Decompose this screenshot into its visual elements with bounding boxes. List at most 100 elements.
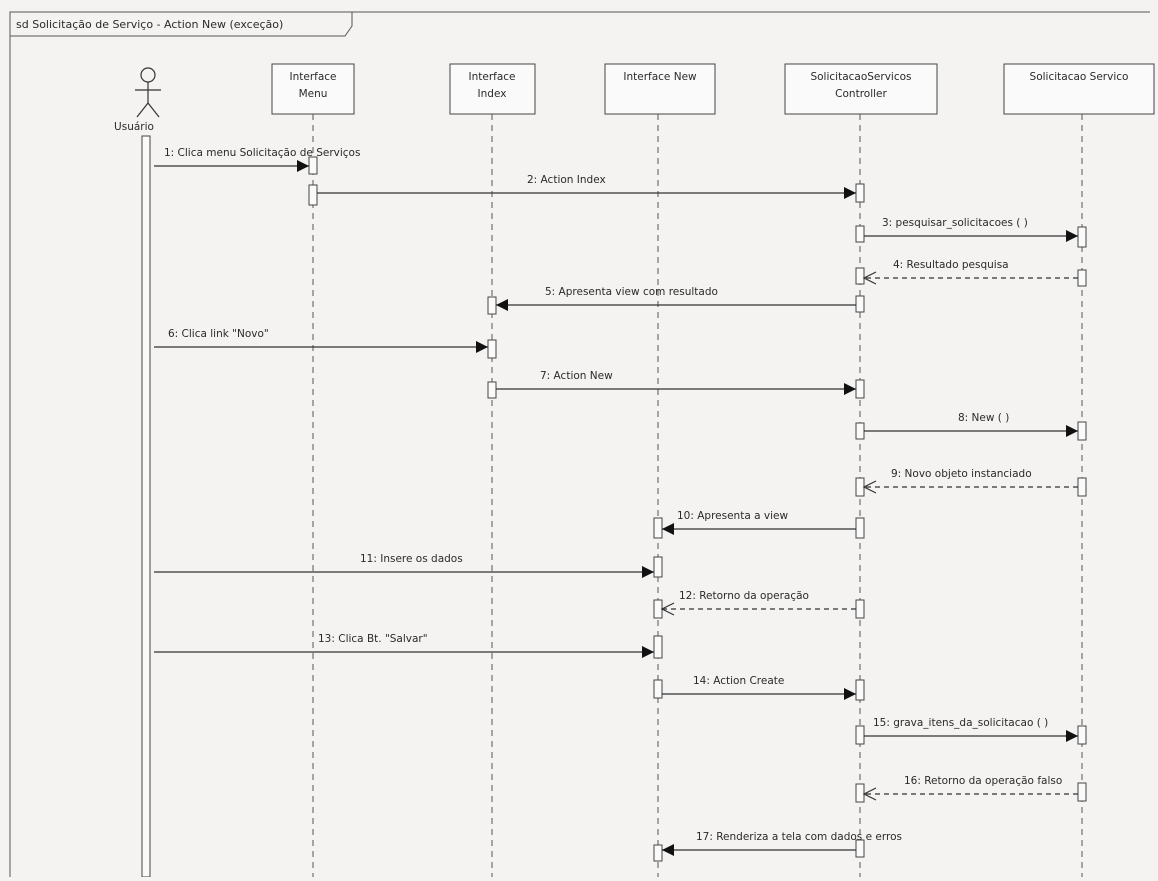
messages: 1: Clica menu Solicitação de Serviços 2: … bbox=[154, 147, 1078, 856]
activation-box bbox=[855, 295, 865, 313]
lifeline-servico: Solicitacao Servico bbox=[1003, 63, 1155, 877]
message-label: 7: Action New bbox=[540, 370, 613, 382]
message-arrowhead bbox=[662, 523, 674, 535]
lifeline-index: Interface Index bbox=[449, 63, 536, 877]
message-1: 1: Clica menu Solicitação de Serviços bbox=[154, 147, 360, 172]
lifeline-new: Interface New bbox=[604, 63, 716, 877]
message-label: 3: pesquisar_solicitacoes ( ) bbox=[882, 217, 1028, 229]
activation-box bbox=[487, 296, 497, 315]
message-4: 4: Resultado pesquisa bbox=[862, 259, 1078, 285]
activation-box bbox=[1077, 477, 1087, 497]
message-arrowhead bbox=[844, 383, 856, 395]
lifeline-controller: SolicitacaoServicos Controller bbox=[784, 63, 938, 877]
message-7: 7: Action New bbox=[496, 370, 856, 395]
activation-box bbox=[1077, 421, 1087, 441]
activation-box bbox=[653, 517, 663, 539]
lifeline-controller-label-1: SolicitacaoServicos bbox=[810, 71, 911, 83]
message-arrowhead bbox=[642, 566, 654, 578]
message-label: 11: Insere os dados bbox=[360, 553, 463, 565]
lifeline-menu: Interface Menu bbox=[271, 63, 355, 877]
message-16: 16: Retorno da operação falso bbox=[862, 775, 1078, 801]
lifeline-servico-label-1: Solicitacao Servico bbox=[1030, 71, 1129, 83]
lifeline-header-servico bbox=[1003, 63, 1155, 115]
activation-box bbox=[308, 184, 318, 206]
message-14: 14: Action Create bbox=[662, 675, 856, 700]
activation-box bbox=[487, 381, 497, 399]
lifeline-header-index bbox=[449, 63, 536, 115]
message-arrowhead bbox=[844, 688, 856, 700]
activation-box bbox=[308, 156, 318, 175]
activation-box bbox=[1077, 782, 1087, 802]
activation-box bbox=[855, 183, 865, 203]
lifeline-header-controller bbox=[784, 63, 938, 115]
lifeline-new-label-1: Interface New bbox=[623, 71, 697, 83]
frame-title: sd Solicitação de Serviço - Action New (… bbox=[16, 18, 283, 31]
message-arrowhead bbox=[862, 480, 877, 494]
lifeline-menu-label-1: Interface bbox=[289, 71, 336, 83]
activation-box bbox=[487, 339, 497, 359]
message-label: 4: Resultado pesquisa bbox=[893, 259, 1009, 271]
message-label: 2: Action Index bbox=[527, 174, 606, 186]
activation-box bbox=[855, 225, 865, 243]
message-arrowhead bbox=[1066, 425, 1078, 437]
activation-box bbox=[855, 783, 865, 803]
message-arrowhead bbox=[642, 646, 654, 658]
message-5: 5: Apresenta view com resultado bbox=[496, 286, 856, 311]
activation-box bbox=[855, 599, 865, 619]
lifeline-index-label-1: Interface bbox=[468, 71, 515, 83]
diagram-frame: sd Solicitação de Serviço - Action New (… bbox=[9, 11, 1150, 877]
message-label: 14: Action Create bbox=[693, 675, 784, 687]
message-arrowhead bbox=[476, 341, 488, 353]
message-label: 9: Novo objeto instanciado bbox=[891, 468, 1032, 480]
lifeline-index-label-2: Index bbox=[478, 88, 507, 100]
activation-box bbox=[653, 635, 663, 659]
frame-title-pentagon bbox=[9, 11, 353, 37]
message-15: 15: grava_itens_da_solicitacao ( ) bbox=[864, 717, 1078, 742]
lifeline-menu-label-2: Menu bbox=[299, 88, 328, 100]
message-label: 6: Clica link "Novo" bbox=[168, 328, 269, 340]
message-11: 11: Insere os dados bbox=[154, 553, 654, 578]
activation-box bbox=[1077, 725, 1087, 745]
activation-box bbox=[855, 839, 865, 858]
message-label: 17: Renderiza a tela com dados e erros bbox=[696, 831, 902, 843]
message-arrowhead bbox=[660, 602, 675, 616]
activation-box bbox=[855, 517, 865, 539]
message-8: 8: New ( ) bbox=[864, 412, 1078, 437]
lifeline-header-new bbox=[604, 63, 716, 115]
message-arrowhead bbox=[496, 299, 508, 311]
activation-box bbox=[855, 267, 865, 285]
message-9: 9: Novo objeto instanciado bbox=[862, 468, 1078, 494]
message-label: 5: Apresenta view com resultado bbox=[545, 286, 718, 298]
message-label: 10: Apresenta a view bbox=[677, 510, 788, 522]
message-2: 2: Action Index bbox=[317, 174, 856, 199]
actor-label: Usuário bbox=[114, 121, 154, 133]
message-arrowhead bbox=[862, 787, 877, 801]
message-6: 6: Clica link "Novo" bbox=[154, 328, 488, 353]
actor-activation-bar bbox=[141, 135, 151, 878]
message-label: 1: Clica menu Solicitação de Serviços bbox=[164, 147, 360, 159]
message-arrowhead bbox=[662, 844, 674, 856]
message-10: 10: Apresenta a view bbox=[662, 510, 856, 535]
message-arrowhead bbox=[1066, 230, 1078, 242]
message-arrowhead bbox=[844, 187, 856, 199]
activation-box bbox=[1077, 226, 1087, 248]
activation-box bbox=[1077, 269, 1087, 287]
message-label: 13: Clica Bt. "Salvar" bbox=[318, 633, 428, 645]
activation-box bbox=[855, 422, 865, 440]
message-13: 13: Clica Bt. "Salvar" bbox=[154, 633, 654, 658]
lifeline-controller-label-2: Controller bbox=[835, 88, 887, 100]
message-arrowhead bbox=[862, 271, 877, 285]
activation-box bbox=[653, 679, 663, 699]
activation-box bbox=[855, 379, 865, 399]
message-label: 16: Retorno da operação falso bbox=[904, 775, 1062, 787]
message-12: 12: Retorno da operação bbox=[660, 590, 856, 616]
message-label: 8: New ( ) bbox=[958, 412, 1009, 424]
activation-box bbox=[855, 679, 865, 701]
activation-box bbox=[653, 556, 663, 578]
message-label: 12: Retorno da operação bbox=[679, 590, 809, 602]
message-arrowhead bbox=[1066, 730, 1078, 742]
activation-boxes bbox=[308, 156, 1087, 862]
message-3: 3: pesquisar_solicitacoes ( ) bbox=[864, 217, 1078, 242]
message-arrowhead bbox=[297, 160, 309, 172]
